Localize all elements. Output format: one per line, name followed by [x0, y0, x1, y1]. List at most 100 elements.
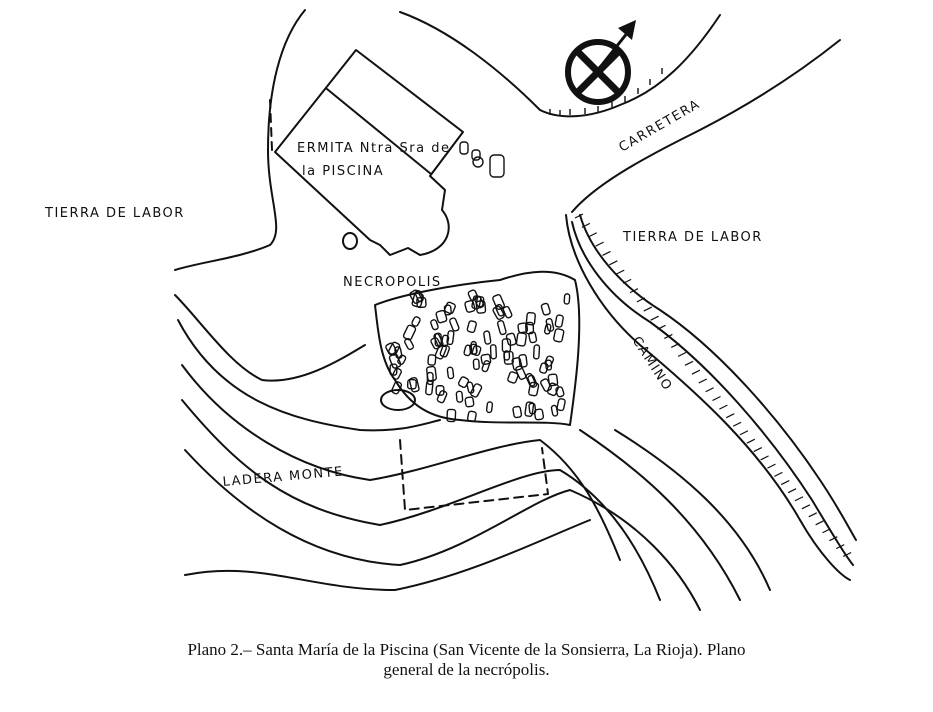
hatch-mark	[725, 413, 735, 419]
grave	[443, 304, 452, 316]
hatch-mark	[829, 536, 838, 542]
grave	[425, 365, 437, 382]
contour-line	[184, 449, 701, 611]
ermita-label-2: la PISCINA	[302, 164, 384, 179]
grave	[496, 320, 507, 336]
grave	[533, 408, 545, 421]
grave	[466, 320, 477, 334]
hatch-mark	[801, 504, 811, 510]
hatch-mark	[767, 463, 776, 469]
tierra-de-labor-left-label: TIERRA DE LABOR	[44, 206, 185, 221]
grave	[556, 398, 566, 412]
grave	[444, 301, 456, 315]
camino-hatching	[574, 213, 852, 558]
grave	[430, 319, 439, 331]
grave	[481, 360, 491, 373]
contour-line	[181, 399, 661, 601]
hatch-mark	[780, 479, 790, 486]
grave	[489, 344, 498, 360]
ermita-graves	[459, 141, 505, 178]
grave	[435, 309, 448, 324]
hatch-mark	[815, 520, 824, 526]
ladera-monte-label: LADERA MONTE	[222, 464, 344, 490]
grave	[471, 295, 482, 310]
grave	[485, 401, 494, 414]
grave	[385, 342, 397, 356]
camino-edge-right	[579, 214, 857, 541]
contour-line	[579, 429, 741, 601]
site-plan-map: ERMITA Ntra Sra de la PISCINA TIERRA DE …	[44, 9, 857, 611]
grave	[511, 357, 523, 371]
figure-caption-2: general de la necrópolis.	[383, 660, 550, 679]
grave	[457, 376, 470, 389]
grave	[409, 289, 423, 304]
grave	[544, 355, 555, 367]
grave	[546, 382, 560, 397]
ermita-building	[274, 49, 464, 256]
hatch-mark	[719, 404, 728, 410]
contour-line	[614, 429, 771, 591]
grave	[464, 396, 475, 408]
grave	[391, 367, 402, 380]
boundary-dashed	[269, 99, 273, 151]
grave	[528, 381, 540, 397]
hatch-mark	[835, 544, 845, 550]
hatch-mark	[670, 342, 680, 348]
grave	[469, 343, 478, 355]
necropolis-outline	[374, 270, 581, 426]
road-edge-upper-left	[174, 9, 306, 271]
hatch-mark	[629, 288, 639, 294]
hatch-mark	[760, 455, 769, 461]
grave	[544, 323, 552, 335]
grave	[434, 332, 442, 347]
hatch-mark	[842, 551, 852, 558]
grave	[563, 293, 571, 305]
hatch-mark	[636, 297, 646, 303]
grave	[503, 350, 511, 361]
hatch-mark	[581, 222, 591, 228]
hatch-mark	[774, 471, 783, 477]
hatch-mark	[739, 430, 749, 436]
grave	[492, 294, 505, 310]
carretera-label: CARRETERA	[617, 97, 704, 156]
grave	[464, 299, 476, 313]
grave	[512, 405, 523, 419]
figure-caption: Plano 2.– Santa María de la Piscina (San…	[187, 640, 746, 659]
contour-line	[177, 319, 441, 432]
grave	[553, 328, 565, 343]
hatch-mark	[602, 250, 611, 256]
grave	[467, 289, 479, 301]
hatch-mark	[794, 496, 804, 502]
grave	[411, 316, 421, 327]
grave	[434, 343, 447, 360]
grave	[545, 318, 555, 332]
large-tomb	[380, 389, 416, 411]
grave	[436, 390, 448, 404]
hatch-mark	[712, 395, 721, 402]
grave	[397, 354, 407, 365]
grave	[515, 365, 527, 380]
grave	[539, 362, 549, 374]
grave	[483, 330, 492, 345]
excavation-area-dashed	[399, 439, 549, 511]
north-arrow-icon	[565, 20, 636, 105]
hatch-mark	[698, 378, 708, 384]
hatch-mark	[615, 269, 625, 275]
hatch-mark	[657, 324, 666, 330]
hillside-edge	[174, 294, 366, 382]
grave	[446, 366, 455, 380]
hatch-mark	[677, 351, 687, 357]
hatch-mark	[643, 306, 653, 312]
grave	[525, 372, 536, 387]
hatch-mark	[595, 241, 604, 247]
grave	[554, 314, 564, 328]
grave	[425, 380, 434, 396]
road-edge-hatching	[549, 68, 663, 116]
grave	[408, 376, 420, 393]
grave	[402, 324, 417, 341]
grave	[449, 317, 460, 332]
grave	[446, 408, 457, 423]
grave	[515, 332, 527, 347]
hatch-mark	[746, 438, 756, 444]
hatch-mark	[822, 528, 831, 534]
